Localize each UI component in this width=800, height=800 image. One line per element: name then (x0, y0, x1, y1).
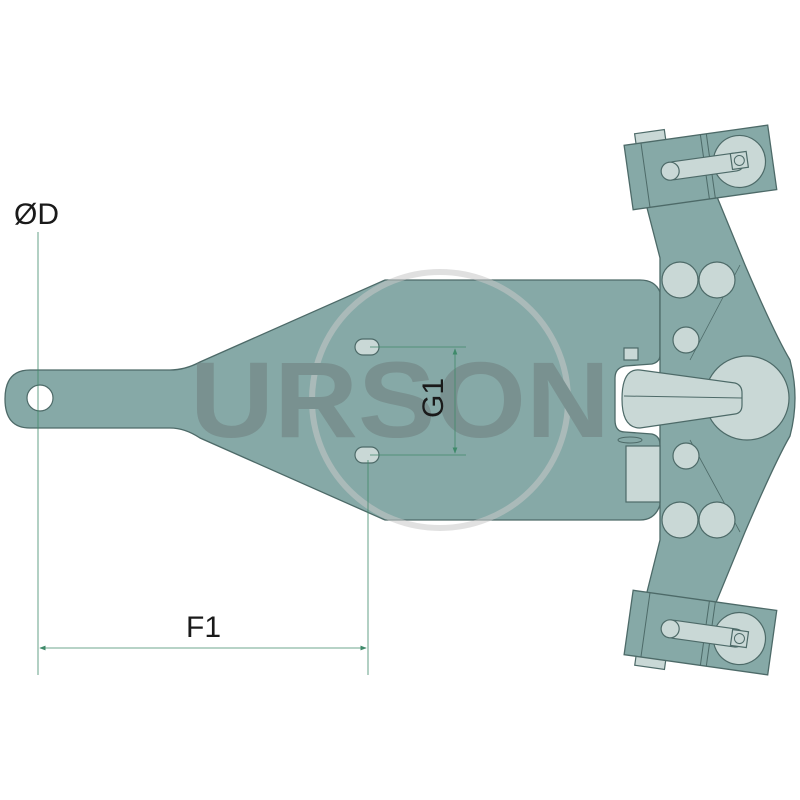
f1-label: F1 (186, 611, 221, 644)
diameter-label: ØD (14, 198, 59, 231)
locking-lever (621, 369, 743, 429)
lower-roller-bracket (623, 589, 778, 676)
latch-plate (625, 445, 661, 503)
rollers (661, 261, 790, 539)
g1-label: G1 (417, 378, 450, 418)
upper-roller-bracket (623, 124, 778, 211)
plate-body (4, 279, 661, 521)
watermark-text: URSON (190, 339, 610, 460)
tow-eye-hole (26, 384, 54, 412)
urson-watermark: URSON (190, 269, 610, 531)
